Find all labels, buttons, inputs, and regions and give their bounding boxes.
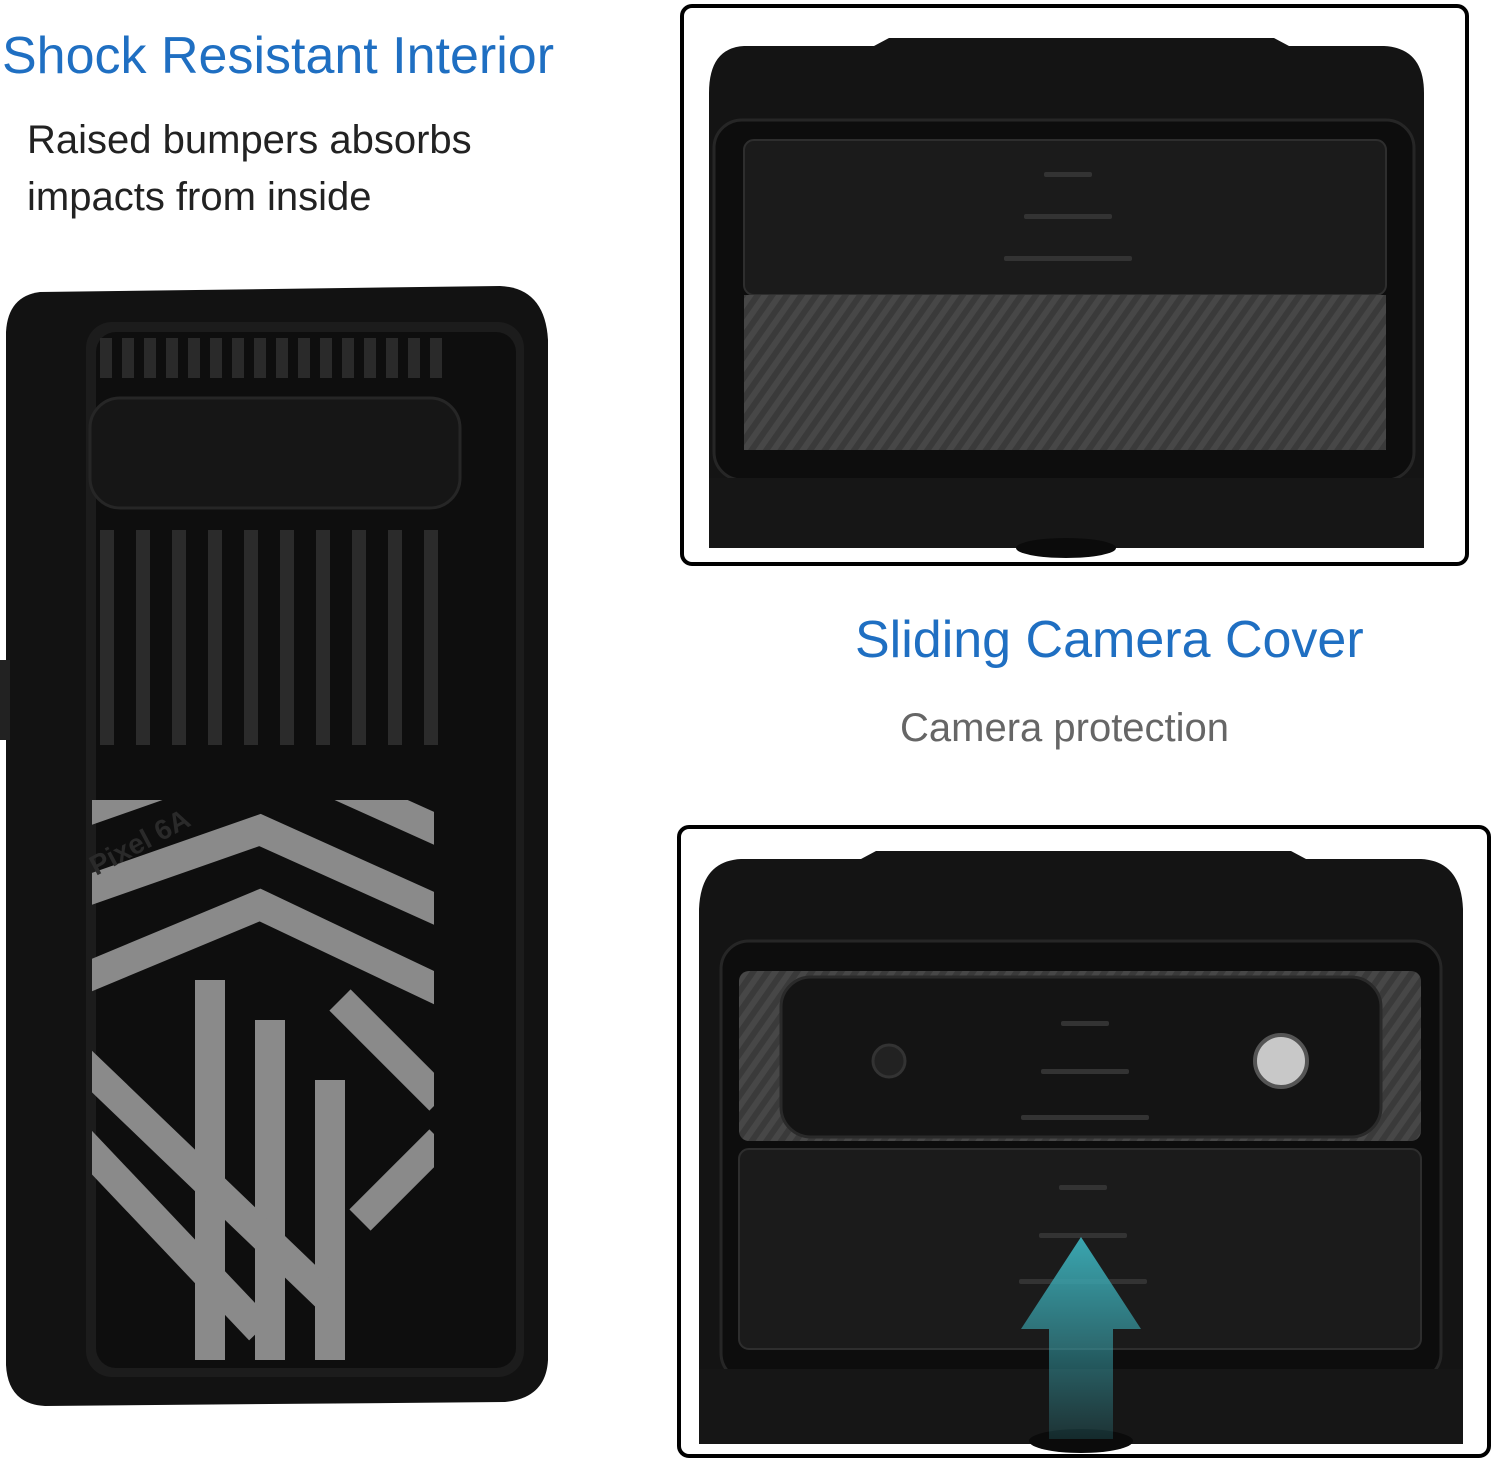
camera-protection-subtitle: Camera protection [900, 706, 1230, 750]
shock-resistant-description: Raised bumpers absorbs impacts from insi… [27, 112, 587, 226]
shock-description-line-1: Raised bumpers absorbs [27, 118, 472, 162]
camera-cover-open-image [677, 825, 1491, 1458]
phone-case-interior-image: Pixel 6A [0, 280, 560, 1420]
sliding-camera-cover-title: Sliding Camera Cover [855, 611, 1364, 669]
shock-description-line-2: impacts from inside [27, 175, 372, 219]
slide-up-arrow-icon [1021, 1237, 1141, 1439]
shock-resistant-title: Shock Resistant Interior [2, 27, 555, 85]
camera-cover-closed-image [680, 4, 1469, 566]
